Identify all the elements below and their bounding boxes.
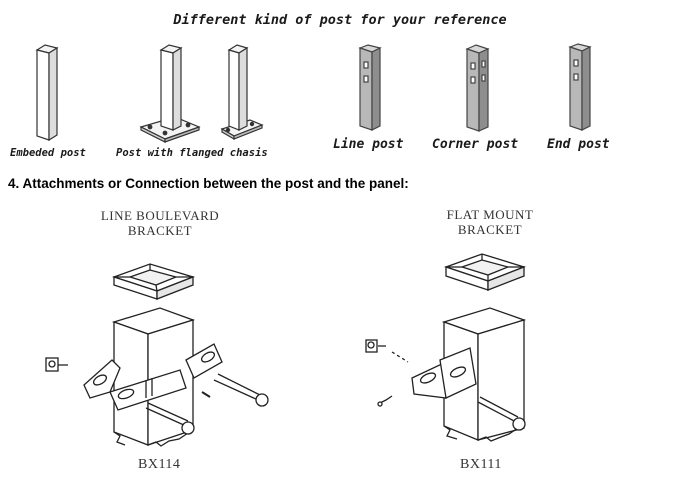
embedded-post-caption: Embeded post xyxy=(10,147,86,159)
left-bracket-title-line2: BRACKET xyxy=(127,223,193,238)
corner-post-caption: Corner post xyxy=(432,137,519,152)
right-bracket-title-line1: FLAT MOUNT xyxy=(446,207,534,222)
right-bracket-code: BX111 xyxy=(460,457,502,472)
corner-post-drawing xyxy=(465,44,490,132)
end-post-drawing xyxy=(568,43,592,131)
right-bracket-title: FLAT MOUNT BRACKET xyxy=(400,207,580,237)
flat-mount-bracket-drawing xyxy=(365,253,527,442)
line-boulevard-bracket-drawing xyxy=(45,263,269,447)
right-bracket-title-line2: BRACKET xyxy=(457,222,523,237)
flanged-post-caption: Post with flanged chasis xyxy=(116,147,268,159)
left-bracket-title-line1: LINE BOULEVARD xyxy=(100,208,220,223)
left-bracket-code: BX114 xyxy=(138,457,181,472)
flanged-post-drawing-2 xyxy=(220,44,264,141)
line-post-drawing xyxy=(358,44,382,131)
end-post-caption: End post xyxy=(547,137,610,152)
left-bracket-title: LINE BOULEVARD BRACKET xyxy=(70,208,250,238)
page-title: Different kind of post for your referenc… xyxy=(173,12,507,28)
embedded-post-drawing xyxy=(35,44,59,142)
flanged-post-drawing-1 xyxy=(139,44,201,143)
line-post-caption: Line post xyxy=(333,137,404,152)
section-heading: 4. Attachments or Connection between the… xyxy=(8,176,409,191)
